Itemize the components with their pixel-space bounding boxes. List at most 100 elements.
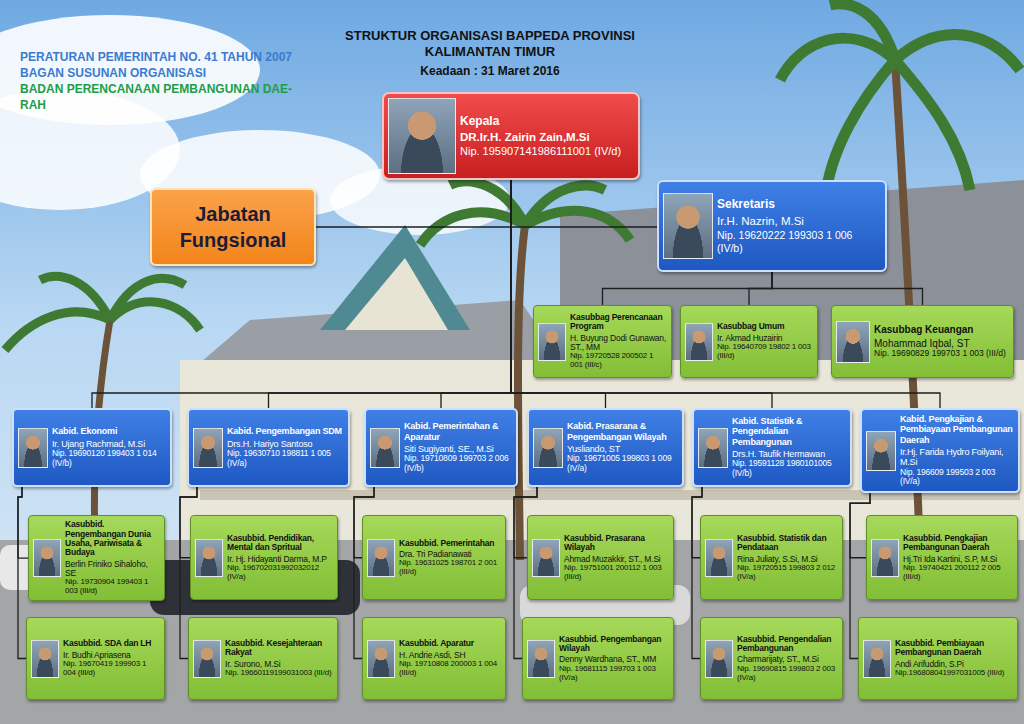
position-title: Kasubbid. Kesejahteraan Rakyat [225, 639, 333, 658]
employee-id: Nip. 19690120 199403 1 014 (IV/b) [52, 449, 166, 469]
position-title: Kabid. Pengkajian & Pembiayaan Pembangun… [900, 414, 1014, 445]
text-column: Kasubbid. Pendidikan, Mental dan Spritua… [227, 534, 333, 582]
employee-id: Nip. 19620222 199303 1 006 (IV/b) [717, 229, 881, 255]
employee-id: Nip. 19730904 199403 1 003 (III/d) [65, 578, 160, 596]
portrait-photo [388, 98, 456, 174]
palm-fronds [780, 4, 1020, 200]
portrait-photo [685, 323, 713, 361]
employee-id: Nip. 196609 199503 2 003 (IV/a) [900, 468, 1014, 488]
text-column: Kasubbid. Pengembangan Dunia Usaha, Pari… [65, 520, 160, 596]
text-column: Jabatan Fungsional [156, 201, 310, 253]
text-column: Kabid. Pengembangan SDM Drs.H. Hariyo San… [227, 426, 344, 468]
text-column: Kabid. Pemerintahan & AparaturSiti Sugiy… [404, 421, 512, 474]
subdivision-box: Kasubbid. Pengembangan Dunia Usaha, Pari… [28, 515, 165, 601]
agency-name: BADAN PERENCANAAN PEMBANGUNAN DAE- RAH [20, 82, 300, 113]
text-column: Kasubbid. SDA dan LHIr. Budhi ApriasenaN… [63, 639, 160, 677]
position-title: Kasubbid. Pengkajian Pembangunan Daerah [903, 534, 1013, 553]
position-title: Kabid. Prasarana & Pengembangan Wilayah [567, 421, 678, 442]
portrait-photo [538, 323, 566, 361]
employee-id: Nip. 19671005 199803 1 009 (IV/a) [567, 454, 678, 474]
subdivision-box: Kasubbid. PemerintahanDra. Tri Padianawa… [362, 515, 506, 600]
text-column: Kasubbid. Pengkajian Pembangunan DaerahH… [903, 534, 1013, 582]
gable-roof [320, 225, 470, 330]
portrait-photo [533, 428, 563, 468]
position-title: Kasubbid. SDA dan LH [63, 639, 160, 648]
subdivision-box: Kasubbid. Pengkajian Pembangunan DaerahH… [866, 515, 1018, 600]
position-title: Kasubbid. Pendidikan, Mental dan Spritua… [227, 534, 333, 553]
position-title: Kabid. Pengembangan SDM [227, 426, 344, 436]
employee-id: Nip. 19631025 198701 2 001 (III/d) [399, 559, 501, 577]
position-title: Kasubbid. Prasarana Wilayah [564, 534, 669, 553]
employee-id: Nip. 19660119199031003 (III/d) [225, 669, 333, 678]
portrait-photo [195, 539, 223, 577]
portrait-photo [663, 193, 713, 259]
person-name: Drs.H. Hariyo Santoso [227, 439, 344, 449]
employee-id: Nip. 19690829 199703 1 003 (III/d) [874, 349, 1009, 359]
person-name: Ahmad Muzakkir, ST., M.Si [564, 555, 669, 564]
portrait-photo [370, 428, 400, 468]
chart-title: STRUKTUR ORGANISASI BAPPEDA PROVINSI KAL… [330, 28, 650, 61]
employee-id: Nip. 19710809 199703 2 006 (IV/b) [404, 454, 512, 474]
employee-id: Nip. 19720528 200502 1 001 (III/c) [570, 352, 667, 370]
person-name: Ir.Hj. Farida Hydro Foilyani, M.Si [900, 447, 1014, 468]
employee-id: Nip. 19720515 199803 2 012 (IV/a) [737, 564, 838, 582]
org-connector [18, 487, 28, 558]
text-column: Kasubbag Perencanaan ProgramH. Buyung Do… [570, 313, 667, 370]
position-title: Kepala [460, 114, 634, 128]
org-connector [749, 272, 772, 305]
portrait-photo [705, 539, 733, 577]
person-name: Yusliando, ST [567, 444, 678, 454]
position-title: Kasubbag Umum [717, 322, 813, 331]
person-name: Andi Arifuddin, S.Pi [895, 660, 1013, 669]
portrait-photo [532, 539, 560, 577]
portrait-photo [866, 431, 896, 471]
employee-id: Nip. 19740421 200112 2 005 (III/d) [903, 564, 1013, 582]
palm-fronds [5, 276, 200, 350]
person-name: Ir.H. Nazrin, M.Si [717, 214, 881, 228]
portrait-photo [193, 428, 223, 468]
subdivision-box: Kasubbid. Pembiayaan Pembangunan DaerahA… [858, 617, 1018, 700]
functional-box: Jabatan Fungsional [150, 188, 316, 266]
org-connector [772, 272, 923, 305]
text-column: Kasubbag KeuanganMohammad Iqbal, STNip. … [874, 324, 1009, 359]
division-box: Kabid. Pengkajian & Pembiayaan Pembangun… [860, 408, 1020, 493]
person-name: Ir. Hj. Hidayanti Darma, M.P [227, 555, 333, 564]
portrait-photo [863, 640, 891, 678]
portrait-photo [527, 640, 555, 678]
position-title: Kasubbid. Aparatur [399, 639, 501, 648]
person-name: Ir. Budhi Apriasena [63, 651, 160, 660]
person-name: H. Andrie Asdi, SH [399, 651, 501, 660]
person-name: Ir. Ujang Rachmad, M.Si [52, 439, 166, 449]
subdivision-box: Kasubbag UmumIr. Akmad HuzairinNip. 1964… [680, 305, 818, 378]
person-name: Dra. Tri Padianawati [399, 550, 501, 559]
text-column: SekretarisIr.H. Nazrin, M.SiNip. 1962022… [717, 197, 881, 255]
text-column: Kabid. Pengkajian & Pembiayaan Pembangun… [900, 414, 1014, 487]
subdivision-box: Kasubbid. Pengembangan WilayahDenny Ward… [522, 617, 674, 700]
palm-fronds [420, 181, 630, 245]
subdivision-box: Kasubbid. Pengendalian PembangunanCharma… [700, 617, 843, 700]
division-box: Kabid. Pemerintahan & AparaturSiti Sugiy… [364, 408, 518, 487]
position-title: Kasubbid. Statistik dan Pendataan [737, 534, 838, 553]
employee-id: Nip. 19630710 198811 1 005 (IV/a) [227, 449, 344, 469]
position-title: Kasubbid. Pembiayaan Pembangunan Daerah [895, 639, 1013, 658]
position-title: Kasubbid. Pengembangan Dunia Usaha, Pari… [65, 520, 160, 557]
division-box: Kabid. Pengembangan SDM Drs.H. Hariyo San… [187, 408, 350, 487]
text-column: Kabid. Prasarana & Pengembangan WilayahY… [567, 421, 678, 474]
text-column: Kasubbid. PemerintahanDra. Tri Padianawa… [399, 539, 501, 577]
employee-id: Nip. 19690815 199803 2 003 (IV/a) [737, 665, 838, 683]
subdivision-box: Kasubbid. Prasarana WilayahAhmad Muzakki… [527, 515, 674, 600]
subdivision-box: Kasubbid. Pendidikan, Mental dan Spritua… [190, 515, 338, 600]
person-name: Drs.H. Taufik Hermawan [732, 449, 846, 459]
text-column: Kabid. EkonomiIr. Ujang Rachmad, M.SiNip… [52, 426, 166, 468]
org-connector [18, 487, 26, 659]
employee-id: Nip. 195907141986111001 (IV/d) [460, 145, 634, 158]
position-title: Kasubbag Keuangan [874, 324, 1009, 336]
portrait-photo [871, 539, 899, 577]
palm-trunk [518, 225, 525, 560]
employee-id: Nip. 19591128 1980101005 (IV/b) [732, 459, 846, 479]
text-column: Kabid. Statistik & Pengendalian Pembangu… [732, 416, 846, 479]
portrait-photo [367, 640, 395, 678]
text-column: Kasubbid. AparaturH. Andrie Asdi, SHNip.… [399, 639, 501, 677]
org-connector [441, 180, 511, 408]
